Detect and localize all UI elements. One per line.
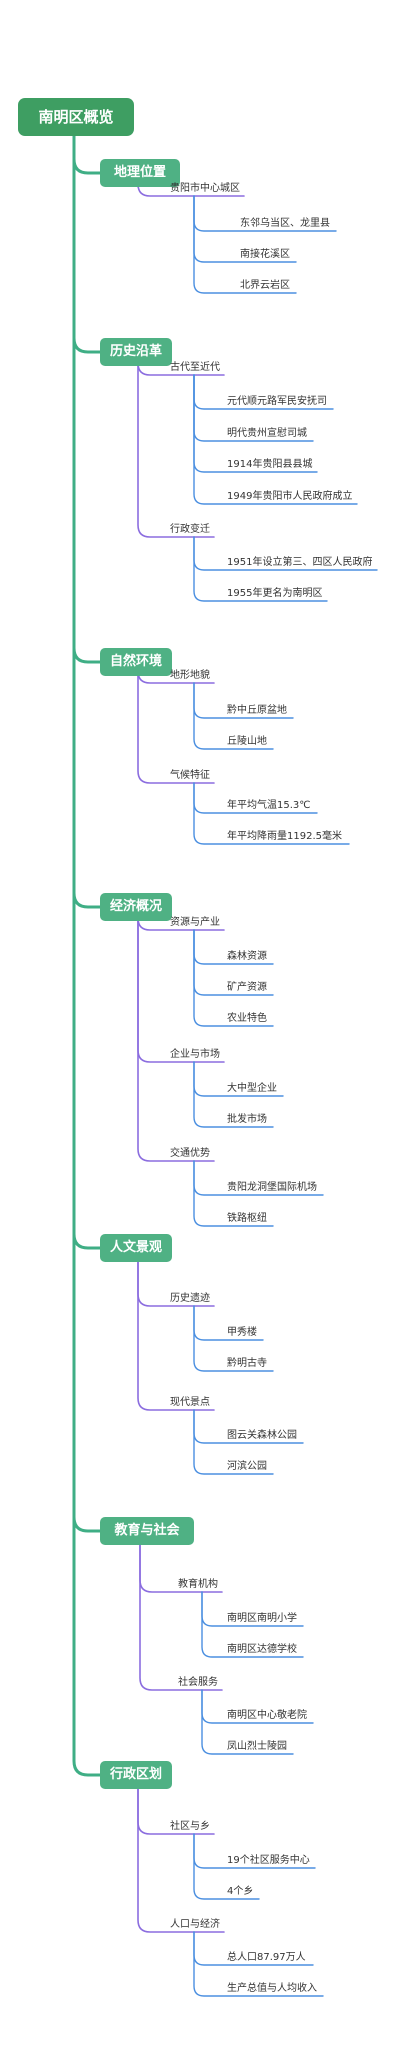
leaf-connector xyxy=(193,682,274,750)
leaf-connector xyxy=(193,929,274,1027)
leaf-connector xyxy=(193,1061,274,1128)
leaf-connector xyxy=(193,1305,274,1372)
subtopic-label[interactable]: 资源与产业 xyxy=(170,917,220,928)
subtopic-connector xyxy=(137,365,215,538)
subtopic-connector xyxy=(137,1261,215,1411)
leaf-label[interactable]: 明代贵州宣慰司城 xyxy=(227,428,307,439)
leaf-connector xyxy=(193,782,350,845)
subtopic-label[interactable]: 古代至近代 xyxy=(170,362,220,373)
trunk-connector xyxy=(72,134,106,664)
leaf-label[interactable]: 铁路枢纽 xyxy=(227,1213,267,1224)
leaf-label[interactable]: 南明区南明小学 xyxy=(227,1613,297,1624)
leaf-connector xyxy=(193,1409,274,1475)
subtopic-label[interactable]: 气候特征 xyxy=(170,770,210,781)
topic-node[interactable]: 地理位置 xyxy=(100,159,180,187)
leaf-label[interactable]: 河滨公园 xyxy=(227,1461,267,1472)
leaf-label[interactable]: 黔明古寺 xyxy=(227,1358,267,1369)
trunk-connector xyxy=(72,134,106,1777)
subtopic-label[interactable]: 社区与乡 xyxy=(170,1821,210,1832)
leaf-label[interactable]: 年平均气温15.3℃ xyxy=(227,800,311,811)
subtopic-label[interactable]: 贵阳市中心城区 xyxy=(170,183,240,194)
leaf-label[interactable]: 生产总值与人均收入 xyxy=(227,1983,317,1994)
subtopic-label[interactable]: 社会服务 xyxy=(178,1677,218,1688)
leaf-label[interactable]: 批发市场 xyxy=(227,1114,267,1125)
subtopic-label[interactable]: 交通优势 xyxy=(170,1148,210,1159)
leaf-label[interactable]: 4个乡 xyxy=(227,1886,254,1897)
topic-node[interactable]: 行政区划 xyxy=(100,1761,172,1789)
leaf-label[interactable]: 甲秀楼 xyxy=(227,1327,257,1338)
leaf-label[interactable]: 图云关森林公园 xyxy=(227,1430,297,1441)
leaf-label[interactable]: 1951年设立第三、四区人民政府 xyxy=(227,557,373,568)
topic-node[interactable]: 教育与社会 xyxy=(100,1517,194,1545)
leaf-connector xyxy=(201,1689,294,1755)
subtopic-connector xyxy=(137,920,215,1162)
leaf-label[interactable]: 矿产资源 xyxy=(227,982,267,993)
leaf-connector xyxy=(193,1833,260,1900)
subtopic-label[interactable]: 人口与经济 xyxy=(170,1919,220,1930)
subtopic-label[interactable]: 地形地貌 xyxy=(170,670,210,681)
leaf-label[interactable]: 1949年贵阳市人民政府成立 xyxy=(227,491,353,502)
topic-node[interactable]: 自然环境 xyxy=(100,648,172,676)
subtopic-connector xyxy=(137,920,225,1063)
subtopic-label[interactable]: 教育机构 xyxy=(178,1579,218,1590)
leaf-label[interactable]: 黔中丘原盆地 xyxy=(227,705,287,716)
subtopic-label[interactable]: 企业与市场 xyxy=(170,1049,220,1060)
topic-node[interactable]: 人文景观 xyxy=(100,1234,172,1262)
subtopic-connector xyxy=(137,1788,225,1933)
trunk-connector xyxy=(72,134,106,1250)
leaf-label[interactable]: 南明区中心敬老院 xyxy=(227,1710,307,1721)
leaf-label[interactable]: 大中型企业 xyxy=(227,1083,277,1094)
subtopic-label[interactable]: 现代景点 xyxy=(170,1397,210,1408)
leaf-label[interactable]: 元代顺元路军民安抚司 xyxy=(227,396,327,407)
subtopic-connector xyxy=(139,1544,223,1691)
topic-node[interactable]: 经济概况 xyxy=(100,893,172,921)
subtopic-label[interactable]: 行政变迁 xyxy=(170,524,210,535)
leaf-label[interactable]: 丘陵山地 xyxy=(227,736,267,747)
leaf-label[interactable]: 南接花溪区 xyxy=(240,249,290,260)
leaf-label[interactable]: 年平均降雨量1192.5毫米 xyxy=(227,831,342,842)
root-node[interactable]: 南明区概览 xyxy=(18,98,134,136)
leaf-label[interactable]: 1914年贵阳县县城 xyxy=(227,459,313,470)
leaf-label[interactable]: 凤山烈士陵园 xyxy=(227,1741,287,1752)
leaf-connector xyxy=(193,195,297,294)
leaf-label[interactable]: 北界云岩区 xyxy=(240,280,290,291)
topic-node[interactable]: 历史沿革 xyxy=(100,338,172,366)
leaf-label[interactable]: 1955年更名为南明区 xyxy=(227,588,323,599)
leaf-label[interactable]: 森林资源 xyxy=(227,951,267,962)
leaf-connector xyxy=(201,1591,304,1658)
leaf-label[interactable]: 贵阳龙洞堡国际机场 xyxy=(227,1182,317,1193)
leaf-label[interactable]: 19个社区服务中心 xyxy=(227,1855,310,1866)
leaf-label[interactable]: 农业特色 xyxy=(227,1013,267,1024)
leaf-label[interactable]: 总人口87.97万人 xyxy=(227,1952,306,1963)
trunk-connector xyxy=(72,134,106,909)
subtopic-connector xyxy=(137,675,215,784)
leaf-connector xyxy=(193,1931,324,1997)
leaf-label[interactable]: 南明区达德学校 xyxy=(227,1644,297,1655)
subtopic-label[interactable]: 历史遗迹 xyxy=(170,1293,210,1304)
leaf-connector xyxy=(193,1160,274,1227)
leaf-connector xyxy=(193,374,358,505)
leaf-label[interactable]: 东邻乌当区、龙里县 xyxy=(240,218,330,229)
leaf-connector xyxy=(193,536,328,602)
